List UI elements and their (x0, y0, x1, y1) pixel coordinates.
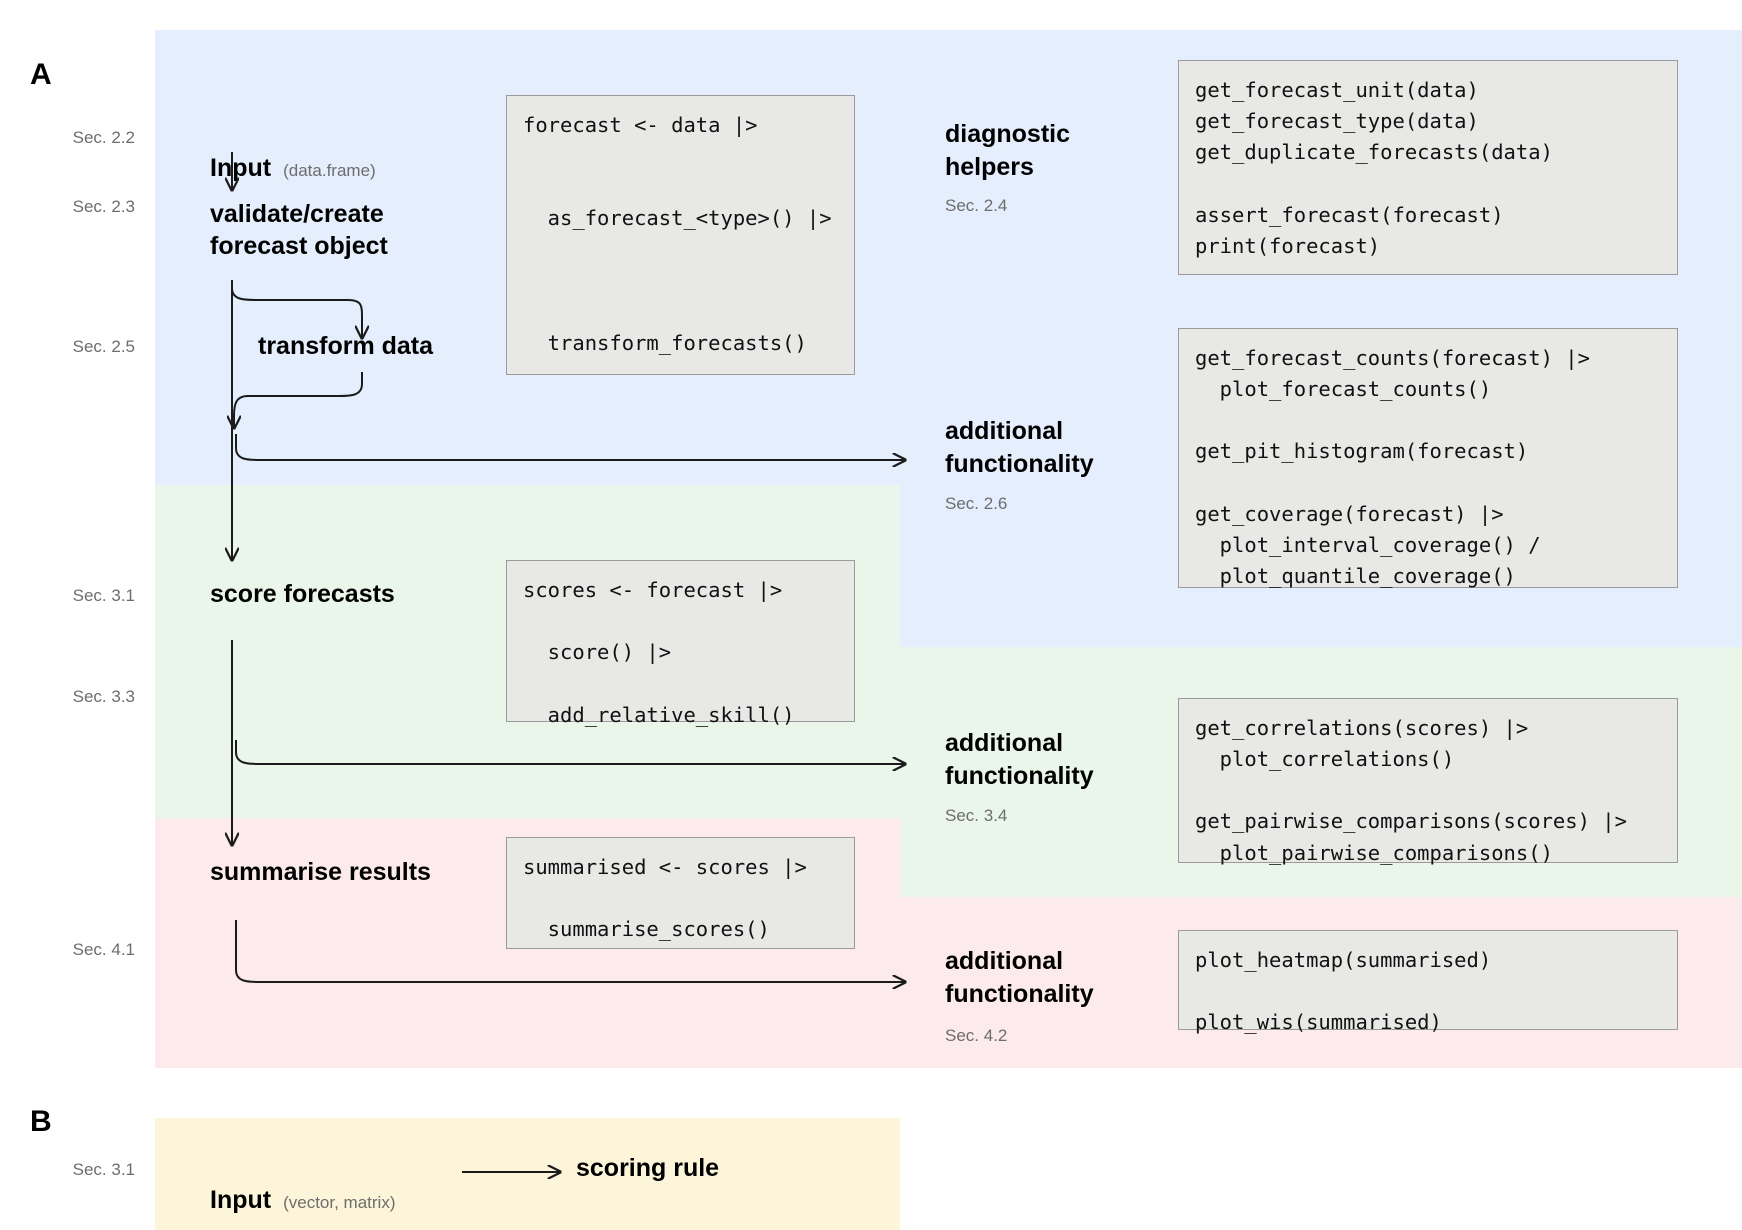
heading-additional-functionality-3-4: additional functionality (945, 729, 1094, 790)
step-summarise-results: summarise results (210, 858, 431, 886)
panel-b-input-label: Input (210, 1186, 272, 1214)
panel-b-input: Input (vector, matrix) (210, 1152, 396, 1216)
step-input-annotation: (data.frame) (283, 161, 376, 180)
heading-additional-functionality-4-2: additional functionality (945, 947, 1094, 1008)
heading-diagnostic-helpers: diagnostic helpers (945, 120, 1071, 181)
step-input: Input (data.frame) (210, 120, 376, 184)
forecast-pipeline-code: forecast <- data |> as_forecast_<type>()… (506, 95, 855, 375)
step-validate-create: validate/create forecast object (210, 200, 388, 260)
sec-tag-3-3: Sec. 3.3 (72, 687, 135, 706)
panel-b-scoring-rule: scoring rule (576, 1154, 720, 1182)
summarise-pipeline-code: summarised <- scores |> summarise_scores… (506, 837, 855, 949)
additional-functionality-4-2-code: plot_heatmap(summarised) plot_wis(summar… (1178, 930, 1678, 1034)
sec-tag-4-1: Sec. 4.1 (72, 940, 135, 959)
additional-functionality-3-4-code: get_correlations(scores) |> plot_correla… (1178, 698, 1678, 865)
sec-tag-2-2: Sec. 2.2 (72, 128, 135, 147)
sec-tag-2-6: Sec. 2.6 (945, 494, 1008, 513)
heading-additional-functionality-2-6: additional functionality (945, 417, 1094, 478)
panel-b-input-annotation: (vector, matrix) (283, 1193, 396, 1212)
diagnostic-helpers-code: get_forecast_unit(data) get_forecast_typ… (1178, 60, 1678, 275)
band-panel-b-yellow (155, 1118, 900, 1230)
panel-b-letter: B (30, 1105, 52, 1138)
sec-tag-panel-b-3-1: Sec. 3.1 (72, 1160, 135, 1179)
sec-tag-2-4: Sec. 2.4 (945, 196, 1008, 215)
sec-tag-4-2: Sec. 4.2 (945, 1026, 1008, 1045)
sec-tag-3-1: Sec. 3.1 (72, 586, 135, 605)
sec-tag-3-4: Sec. 3.4 (945, 806, 1008, 825)
panel-a-letter: A (30, 58, 52, 91)
step-score-forecasts: score forecasts (210, 580, 395, 608)
sec-tag-2-3: Sec. 2.3 (72, 197, 135, 216)
score-pipeline-code: scores <- forecast |> score() |> add_rel… (506, 560, 855, 727)
additional-functionality-2-6-code: get_forecast_counts(forecast) |> plot_fo… (1178, 328, 1678, 588)
step-transform-data: transform data (258, 332, 434, 360)
sec-tag-2-5: Sec. 2.5 (72, 337, 135, 356)
step-input-label: Input (210, 154, 272, 182)
